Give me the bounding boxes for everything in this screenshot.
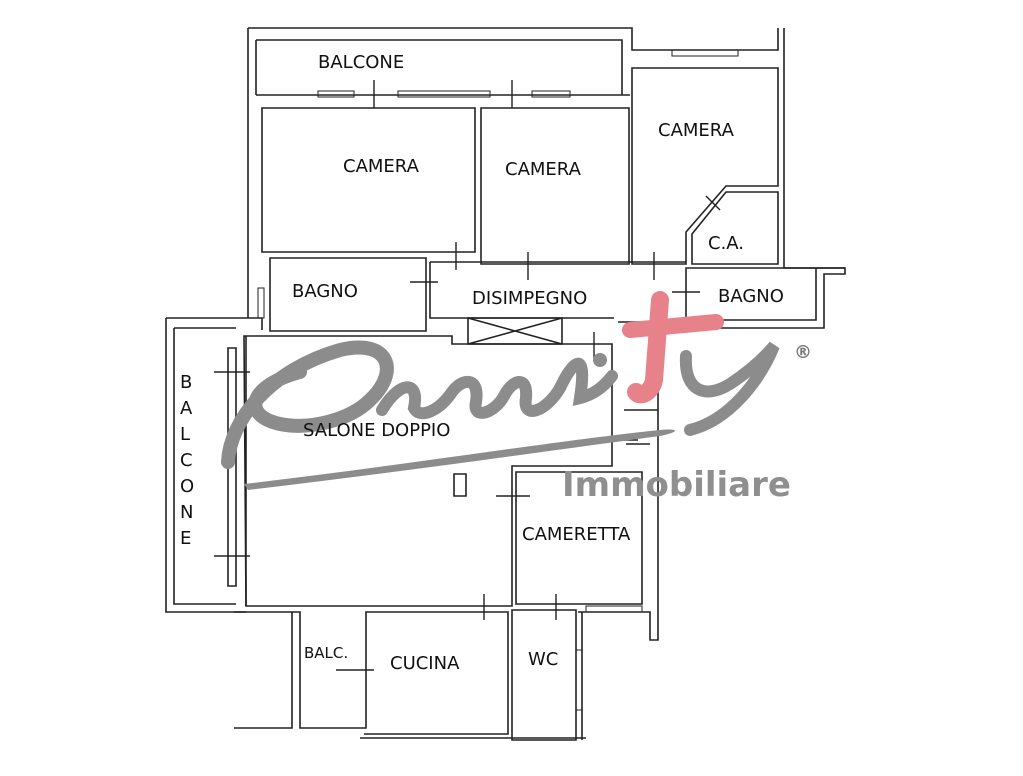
- label-balcone-side-e: E: [180, 528, 191, 549]
- logo-cross-horizontal: [622, 314, 724, 338]
- label-balcone-side-o: O: [180, 476, 194, 497]
- logo-script-letters: [376, 357, 618, 420]
- label-camera-2: CAMERA: [505, 159, 582, 180]
- label-salone: SALONE DOPPIO: [303, 420, 450, 441]
- label-disimpegno: DISIMPEGNO: [472, 288, 587, 309]
- label-balcone-side-c: C: [180, 450, 193, 471]
- label-camera-1: CAMERA: [343, 156, 420, 177]
- logo-dot: [593, 353, 607, 367]
- logo-script-y: [679, 341, 780, 436]
- label-balcone-side-a: A: [180, 398, 193, 419]
- logo-cross-vertical: [627, 291, 669, 404]
- brand-subtitle: Immobiliare: [562, 465, 791, 505]
- label-balc-small: BALC.: [304, 644, 348, 662]
- windows: [257, 49, 739, 711]
- label-bagno-right: BAGNO: [718, 286, 784, 307]
- registered-mark: ®: [794, 342, 812, 363]
- logo-swoosh: [244, 429, 675, 490]
- label-cameretta: CAMERETTA: [522, 524, 631, 545]
- brand-watermark: Immobiliare ®: [221, 291, 812, 505]
- label-balcone-side-b: B: [180, 372, 192, 393]
- door-marks: [214, 80, 721, 671]
- label-cucina: CUCINA: [390, 653, 460, 674]
- label-balcone-side-l: L: [180, 424, 190, 445]
- label-balcone-side-n: N: [180, 502, 193, 523]
- label-balcone-top: BALCONE: [318, 52, 404, 73]
- label-camera-3: CAMERA: [658, 120, 735, 141]
- label-ca: C.A.: [708, 233, 744, 254]
- label-wc: WC: [528, 649, 558, 670]
- room-labels: BALCONE CAMERA CAMERA CAMERA C.A. BAGNO …: [180, 52, 784, 674]
- label-bagno-left: BAGNO: [292, 281, 358, 302]
- logo-script-q: [221, 340, 394, 469]
